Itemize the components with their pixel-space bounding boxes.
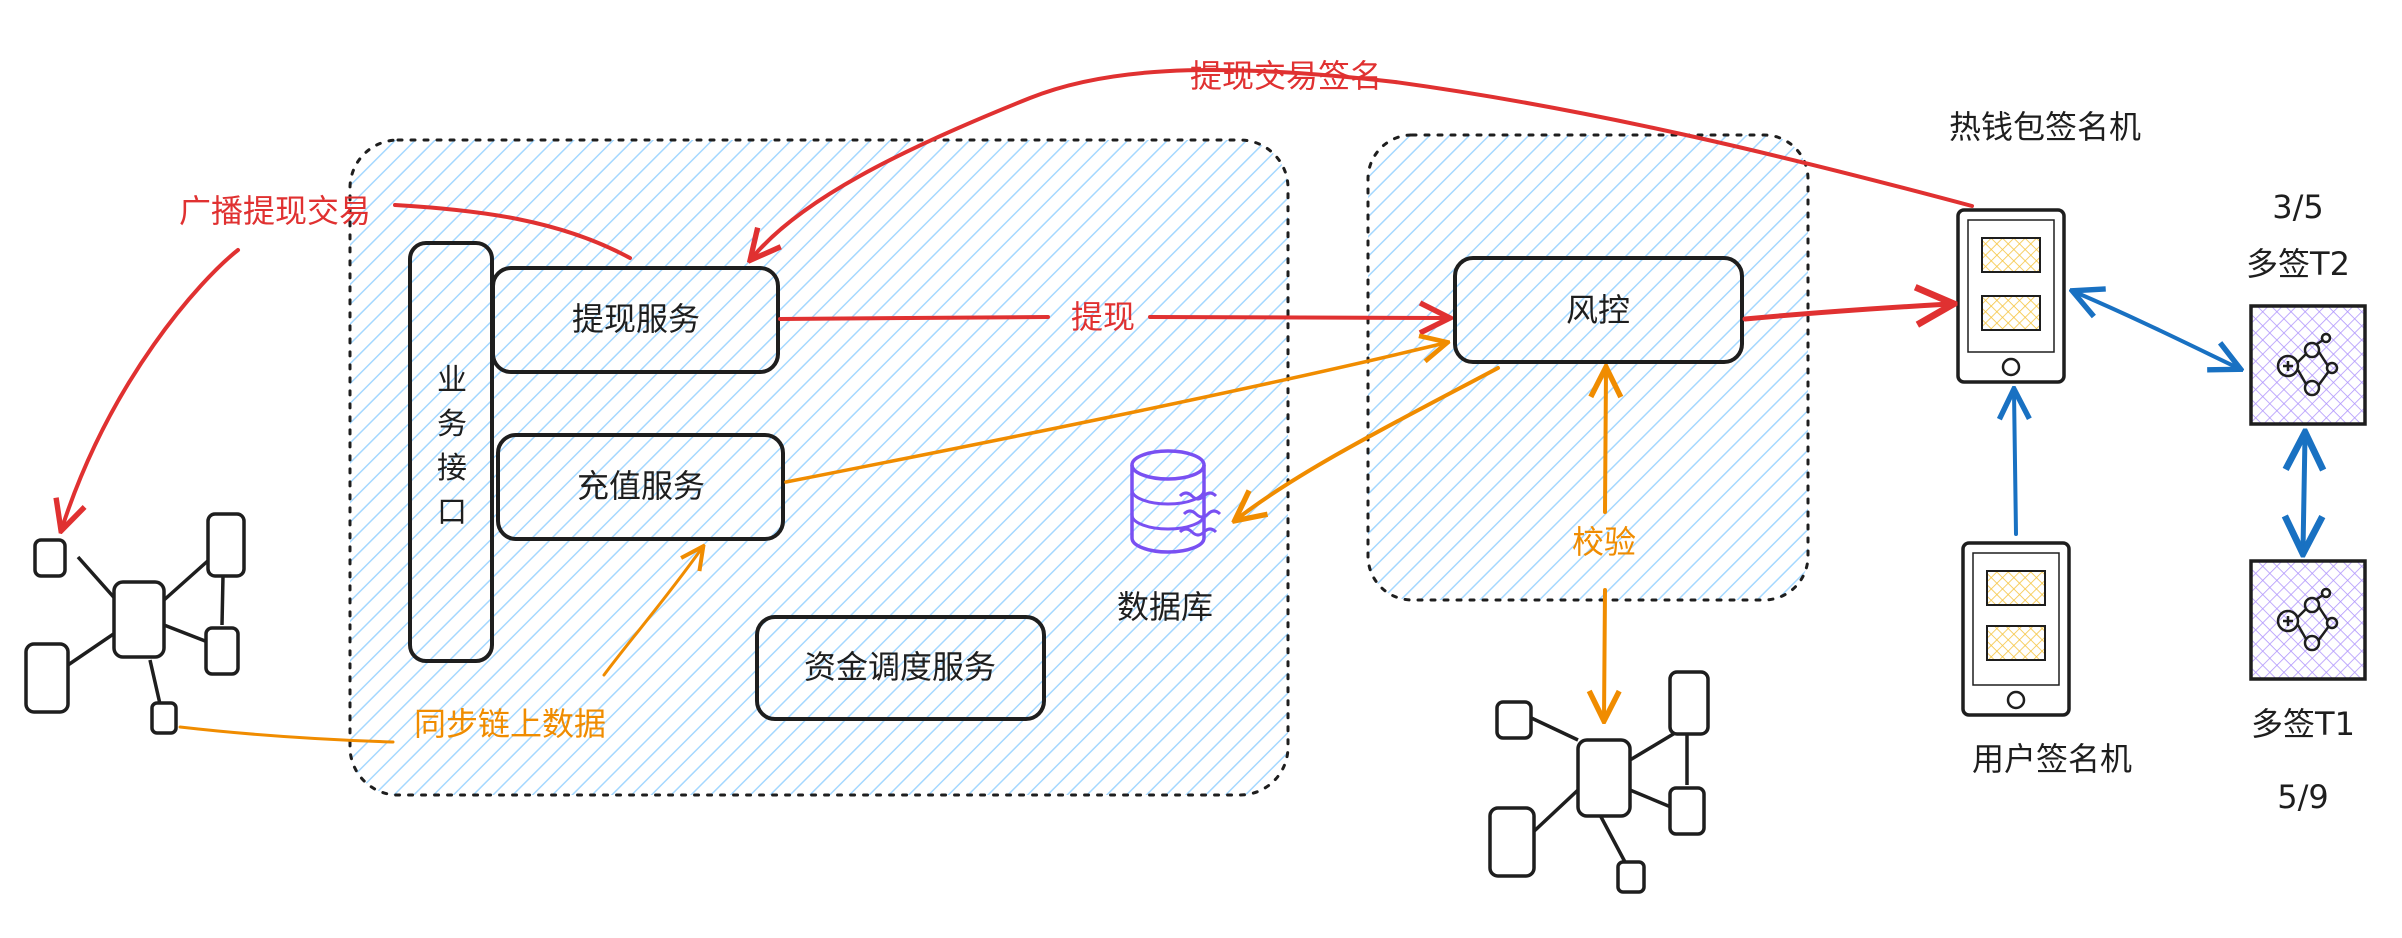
withdraw-tx-sign-label: 提现交易签名 xyxy=(1190,57,1382,95)
blockchain-network-left-icon xyxy=(24,512,246,735)
deposit-service-box[interactable]: 充值服务 xyxy=(496,433,785,541)
sync-chain-data-arrow xyxy=(178,548,702,744)
risk-to-hot-wallet-arrow xyxy=(1742,304,1950,319)
risk-control-label: 风控 xyxy=(1566,291,1630,329)
multisig-t2-t1-arrow xyxy=(2303,436,2305,550)
withdraw-tx-sign-arrow xyxy=(752,68,1974,258)
hot-wallet-multisig-t2-arrow xyxy=(2075,292,2238,368)
risk-to-database-arrow xyxy=(1237,366,1500,519)
blockchain-network-bottom-icon xyxy=(1488,670,1710,894)
network-hub-icon xyxy=(2276,587,2339,652)
fund-dispatch-service-label: 资金调度服务 xyxy=(804,648,996,686)
withdraw-service-label: 提现服务 xyxy=(572,300,700,338)
deposit-service-label: 充值服务 xyxy=(577,467,705,505)
broadcast-withdraw-tx-label: 广播提现交易 xyxy=(179,192,371,230)
biz-interface-char-1: 业 xyxy=(437,363,467,398)
multisig-t2-label: 多签T2 xyxy=(2246,245,2350,283)
database-icon xyxy=(1130,449,1222,554)
multisig-t1-ratio: 5/9 xyxy=(2277,778,2329,816)
database-label: 数据库 xyxy=(1117,588,1213,626)
multisig-t1-label: 多签T1 xyxy=(2251,705,2355,743)
multisig-t2-ratio: 3/5 xyxy=(2272,188,2324,226)
sync-chain-data-label: 同步链上数据 xyxy=(414,705,606,743)
biz-interface-char-2: 务 xyxy=(437,407,467,442)
verify-label: 校验 xyxy=(1572,523,1636,561)
user-signer-device[interactable] xyxy=(1961,541,2071,717)
withdraw-label: 提现 xyxy=(1071,298,1135,336)
biz-interface-char-4: 口 xyxy=(437,495,467,530)
biz-interface-char-3: 接 xyxy=(437,451,467,486)
hot-wallet-device[interactable] xyxy=(1956,208,2066,384)
hot-wallet-label: 热钱包签名机 xyxy=(1949,108,2141,146)
biz-interface-box[interactable]: 业 务 接 口 xyxy=(408,241,494,663)
deposit-to-risk-arrow xyxy=(784,343,1445,484)
user-signer-hot-wallet-arrow xyxy=(2014,392,2016,536)
multisig-t2-node[interactable] xyxy=(2249,304,2367,426)
network-hub-icon xyxy=(2276,332,2339,397)
withdraw-arrow xyxy=(778,317,1447,319)
services-container xyxy=(348,138,1290,797)
verify-arrow xyxy=(1604,370,1606,718)
fund-dispatch-service-box[interactable]: 资金调度服务 xyxy=(755,615,1046,721)
multisig-t1-node[interactable] xyxy=(2249,559,2367,681)
withdraw-service-box[interactable]: 提现服务 xyxy=(491,266,780,374)
user-signer-label: 用户签名机 xyxy=(1972,740,2132,778)
broadcast-withdraw-tx-arrow xyxy=(62,203,632,528)
